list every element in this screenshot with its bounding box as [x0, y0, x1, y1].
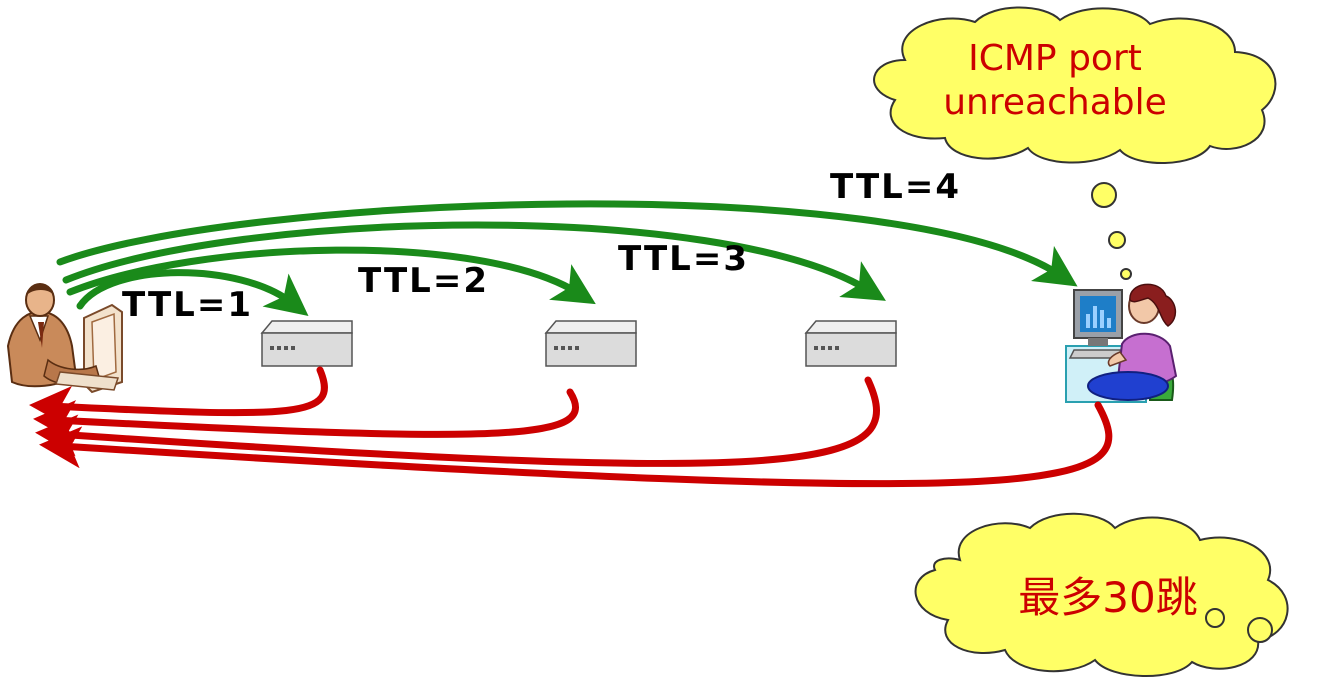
probe-arrow-ttl1: [76, 269, 309, 316]
router-icon: [260, 320, 353, 367]
businessman-computer-icon: [6, 283, 123, 394]
woman-computer-icon: [1065, 283, 1178, 403]
ttl-label-4: TTL=4: [830, 167, 961, 207]
thought-bubble-dots: [1091, 182, 1132, 280]
reply-arrow-router2: [33, 388, 580, 443]
max-hops-text: 最多30跳: [1018, 573, 1197, 622]
max-hops-cloud-callout: 最多30跳: [914, 512, 1289, 678]
probe-arrow-ttl2: [66, 246, 596, 305]
reply-arrow-router3: [35, 376, 880, 467]
reply-arrow-destination: [39, 401, 1113, 488]
icmp-text-line1: ICMP port: [968, 38, 1142, 79]
reply-arrows: [29, 366, 1113, 488]
ttl-label-3: TTL=3: [618, 239, 749, 279]
icmp-cloud-callout: ICMP port unreachable: [873, 6, 1277, 165]
ttl-label-1: TTL=1: [122, 285, 253, 325]
ttl-label-2: TTL=2: [358, 261, 489, 301]
probe-arrow-ttl4: [56, 200, 1078, 287]
probe-arrows: [56, 200, 1078, 316]
probe-arrow-ttl3: [62, 221, 886, 301]
router-icon: [804, 320, 897, 367]
router-icon: [544, 320, 637, 367]
reply-arrow-router1: [29, 366, 328, 428]
icmp-text-line2: unreachable: [943, 82, 1167, 123]
